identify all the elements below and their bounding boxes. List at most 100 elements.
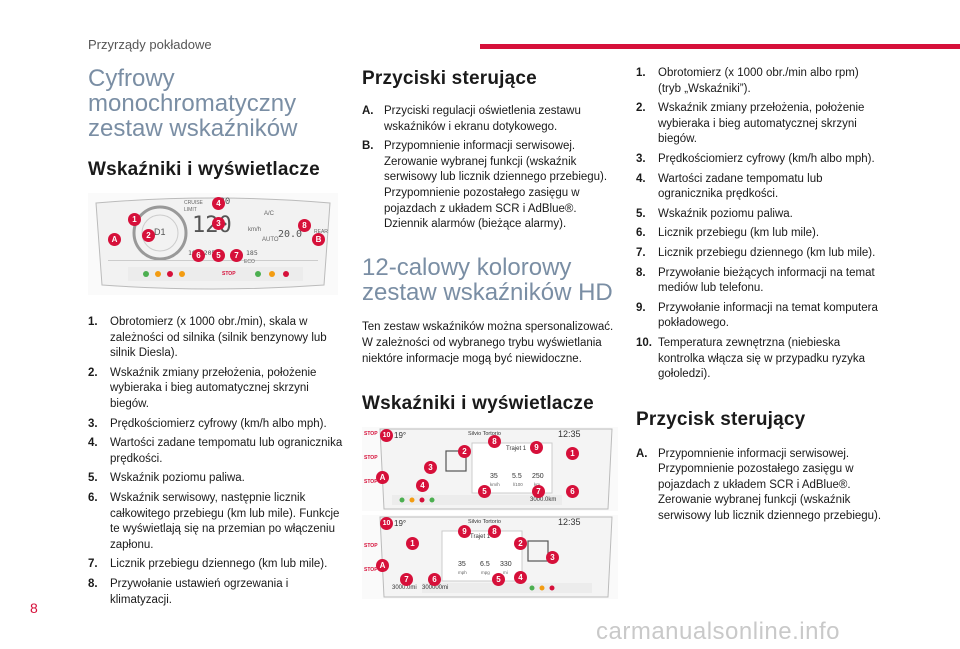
list-item: 8.Przywołanie ustawień ogrzewania i klim… [88,577,289,606]
list-item: 1.Obrotomierz (x 1000 obr./min albo rpm)… [636,67,859,95]
callout-7: 7 [230,249,243,262]
callout-B: B [312,233,325,246]
callout-5: 5 [212,249,225,262]
callout-10: 10 [380,516,393,530]
digital-speed: 120 [192,213,232,238]
gauge-box [445,450,467,472]
callout-4: 4 [416,478,429,492]
list-item: A.Przyciski regulacji oświetlenia zestaw… [362,105,581,133]
warning-strip [128,267,303,281]
hd-cluster-figure-1: 19° Silvio Tortorio 12:35 Trajet 1 35 5.… [362,426,618,511]
list-item: 6.Wskaźnik serwisowy, następnie licznik … [88,491,340,551]
callout-8: 8 [298,219,311,232]
cruise-label: CRUISE [184,200,203,206]
ac-label: A/C [264,211,275,217]
list-item: 5.Wskaźnik poziomu paliwa. [636,207,793,220]
value-range: 250 [532,472,544,480]
header-bar [480,44,960,49]
unit-speed: mph [458,569,467,575]
list-item: 3.Prędkościomierz cyfrowy (km/h albo mph… [636,152,875,165]
callout-6: 6 [192,249,205,262]
value-consumption: 5.5 [512,472,522,480]
callout-8: 8 [488,434,501,448]
warning-strip [392,494,562,505]
mono-cluster-svg [95,197,331,290]
list-item: 8.Przywołanie bieżących informacji na te… [636,266,875,295]
control-button-title: Przycisk sterujący [636,408,806,430]
mono-legend-list: 1.Obrotomierz (x 1000 obr./min), skala w… [88,315,348,608]
callout-8: 8 [488,524,501,538]
callout-10: 10 [380,428,393,442]
header-title: Przyrządy pokładowe [88,37,212,52]
list-item: 2.Wskaźnik zmiany przełożenia, położenie… [88,366,317,410]
callout-5: 5 [478,484,491,498]
unit-speed: km/h [490,481,500,487]
warning-lamp [529,585,535,591]
unit-range: km [534,482,540,487]
list-item: 5.Wskaźnik poziomu paliwa. [88,472,245,485]
cluster-outline [95,197,331,290]
climate-temp: 20.0 [278,229,303,240]
hd-legend-list: 1.Obrotomierz (x 1000 obr./min albo rpm)… [636,66,884,383]
watermark: carmanualsonline.info [596,618,840,645]
gauge-box [527,540,549,562]
warning-lamp [269,271,275,277]
list-item: 7.Licznik przebiegu dziennego (km lub mi… [88,558,328,571]
warning-lamp [179,271,185,277]
unit-range: mi [503,569,508,575]
clock: 12:35 [558,428,581,439]
list-item: 1.Obrotomierz (x 1000 obr./min), skala w… [88,316,327,360]
list-item: 9.Przywołanie informacji na temat komput… [636,301,878,330]
callout-A: A [108,233,121,246]
odometer: 300000mi [422,584,449,591]
value-speed: 35 [458,560,466,568]
hd-subsection-title: Wskaźniki i wyświetlacze [362,392,594,414]
tachometer-dial [132,205,188,261]
list-item: 4.Wartości zadane tempomatu lub ogranicz… [636,172,823,201]
list-item: B.Przypomnienie informacji serwisowej. Z… [362,140,608,231]
unit-consumption: mpg [481,569,490,575]
callout-2: 2 [458,444,471,458]
control-button-list: A.Przypomnienie informacji serwisowej. P… [636,447,884,525]
callout-3: 3 [212,217,225,230]
warning-lamp [167,271,173,277]
trip-meter: 3000.0mi [392,584,417,591]
warning-lamp [539,585,545,591]
page-number: 8 [30,600,38,616]
odometer: 3000.0km [530,496,557,503]
controls-list: A.Przyciski regulacji oświetlenia zestaw… [362,104,620,233]
callout-1: 1 [128,213,141,226]
stop-button-label: STOP [364,478,378,485]
value-range: 330 [500,560,512,568]
outside-temp: 19° [394,518,407,528]
callout-2: 2 [514,536,527,550]
controls-title: Przyciski sterujące [362,68,537,89]
warning-lamp [419,497,425,503]
callout-3: 3 [546,550,559,564]
value-consumption: 6.5 [480,560,490,568]
clock: 12:35 [558,516,581,527]
value-speed: 35 [490,472,498,480]
stop-button-label: STOP [364,430,378,437]
user-name: Silvio Tortorio [468,430,501,437]
trip-label: Trajet 1 [506,445,527,452]
callout-6: 6 [566,484,579,498]
unit-consumption: l/100 [513,481,523,487]
callout-9: 9 [530,440,543,454]
callout-9: 9 [458,524,471,538]
warning-lamp [409,497,415,503]
trip-label: Trajet 1 [470,533,491,540]
warning-lamp [549,585,555,591]
list-item: 10.Temperatura zewnętrzna (niebieska kon… [636,336,866,381]
section-title-mono: Cyfrowy monochromatyczny zestaw wskaźnik… [88,65,298,142]
hd-cluster-svg-1 [379,428,613,510]
speed-unit: km/h [248,227,262,233]
warning-lamp [255,271,261,277]
trip-meter: 185 [246,249,258,257]
callout-4: 4 [514,570,527,584]
eco-label: ECO [244,259,255,265]
stop-button-label: STOP [364,454,378,461]
warning-lamp [155,271,161,277]
rear-label: REAR [314,229,328,235]
hd-cluster-figure-2: 19° Silvio Tortorio 12:35 Trajet 1 35 6.… [362,514,618,599]
